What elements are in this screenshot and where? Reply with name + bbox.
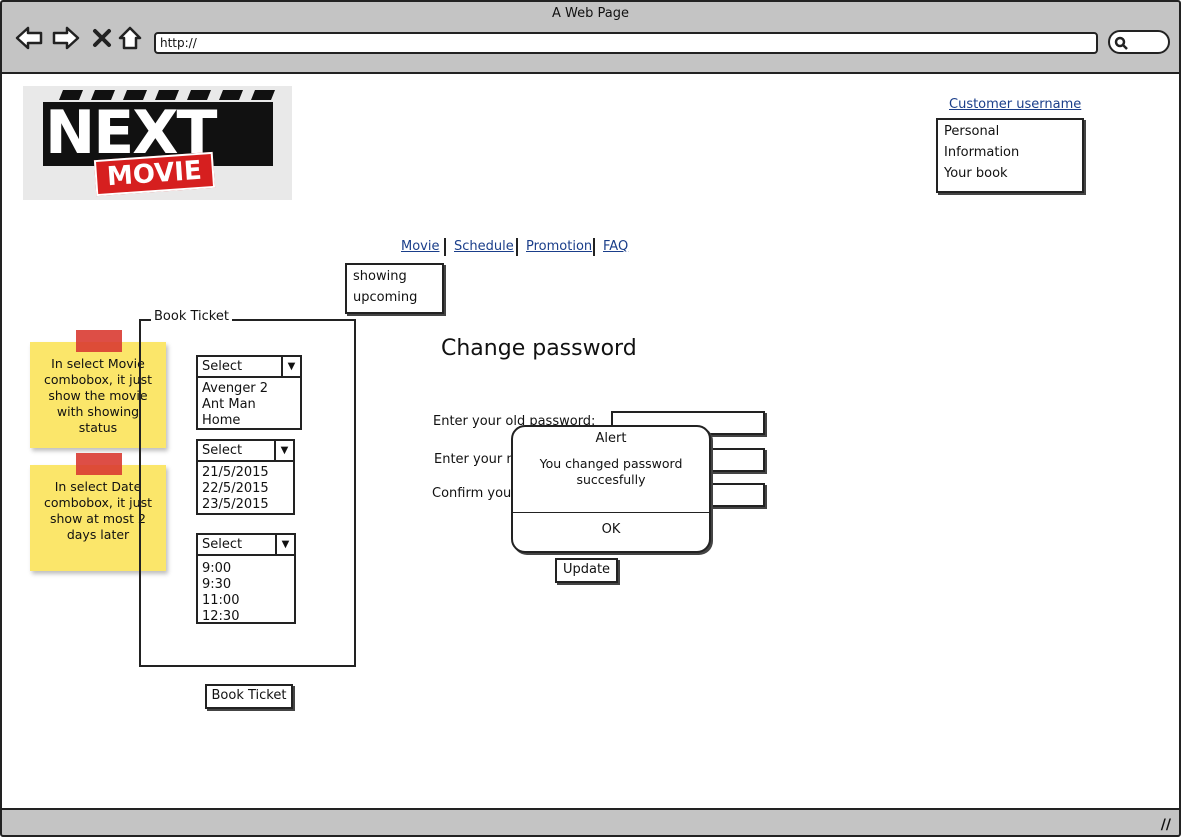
chevron-down-icon[interactable]: ▼ [274, 441, 293, 460]
select-date-combobox[interactable]: Select Date ▼ [196, 439, 295, 477]
browser-search-field[interactable] [1108, 30, 1170, 54]
search-icon [1114, 35, 1128, 54]
chevron-down-icon[interactable]: ▼ [275, 535, 294, 554]
nav-faq[interactable]: FAQ [603, 239, 629, 254]
address-bar[interactable]: http:// [154, 32, 1098, 54]
time-option[interactable]: 11:00 [202, 593, 240, 608]
movie-option[interactable]: Ant Man [202, 397, 256, 412]
nav-divider [593, 238, 595, 256]
page-title: Change password [441, 336, 637, 361]
time-option[interactable]: 9:00 [202, 561, 232, 576]
movie-option[interactable]: Home [202, 413, 241, 428]
user-menu: Personal Information Your book [936, 118, 1084, 193]
select-movie-combobox[interactable]: Select Movie ▼ [196, 355, 302, 393]
alert-ok-button[interactable]: OK [601, 522, 621, 537]
window-title: A Web Page [552, 6, 629, 21]
time-option[interactable]: 9:30 [202, 577, 232, 592]
date-option[interactable]: 23/5/2015 [202, 497, 269, 512]
update-button[interactable]: Update [555, 558, 618, 583]
status-bar: // [2, 808, 1179, 837]
nav-movie[interactable]: Movie [401, 239, 440, 254]
select-time-label: Select Time [202, 537, 243, 571]
date-list: 21/5/2015 22/5/2015 23/5/2015 [196, 460, 295, 515]
back-arrow-icon[interactable] [15, 24, 43, 52]
sticky-note-tape [76, 330, 122, 352]
confirm-password-label: Confirm your [432, 486, 517, 501]
resize-grip-icon[interactable]: // [1160, 817, 1171, 833]
sticky-note-movie: In select Movie combobox, it just show t… [30, 342, 166, 448]
customer-username-link[interactable]: Customer username [949, 97, 1082, 112]
movie-option[interactable]: Avenger 2 [202, 381, 269, 396]
alert-dialog: Alert You changed password succesfully O… [511, 425, 711, 553]
forward-arrow-icon[interactable] [52, 24, 80, 52]
time-list: 9:00 9:30 11:00 12:30 [196, 554, 296, 624]
submenu-item-upcoming[interactable]: upcoming [353, 290, 418, 305]
select-time-combobox[interactable]: Select Time ▼ [196, 533, 296, 571]
date-option[interactable]: 22/5/2015 [202, 481, 269, 496]
next-movie-logo: NEXT MOVIE [23, 86, 292, 200]
user-menu-item-personal-information[interactable]: Personal Information [944, 124, 1020, 160]
select-movie-label: Select Movie [202, 359, 243, 393]
chevron-down-icon[interactable]: ▼ [281, 357, 300, 376]
book-ticket-group-title: Book Ticket [151, 309, 232, 324]
book-ticket-group [139, 319, 356, 667]
nav-promotion[interactable]: Promotion [526, 239, 593, 254]
user-menu-item-your-book[interactable]: Your book [944, 166, 1008, 181]
select-date-label: Select Date [202, 443, 243, 477]
time-option[interactable]: 12:30 [202, 609, 240, 624]
alert-title: Alert [595, 431, 627, 446]
movie-submenu: showing upcoming [345, 263, 444, 314]
alert-divider [513, 512, 709, 513]
date-option[interactable]: 21/5/2015 [202, 465, 269, 480]
new-password-label: Enter your ne [434, 452, 523, 467]
movie-list: Avenger 2 Ant Man Home [196, 376, 302, 430]
alert-message: You changed password succesfully [539, 456, 683, 487]
nav-divider [444, 238, 446, 256]
nav-schedule[interactable]: Schedule [454, 239, 514, 254]
sticky-note-date: In select Date combobox, it just show at… [30, 465, 166, 571]
submenu-item-showing[interactable]: showing [353, 269, 407, 284]
book-ticket-button[interactable]: Book Ticket [205, 684, 293, 709]
home-icon[interactable] [116, 24, 144, 52]
sticky-note-tape [76, 453, 122, 475]
nav-divider [516, 238, 518, 256]
close-icon[interactable] [88, 24, 116, 52]
